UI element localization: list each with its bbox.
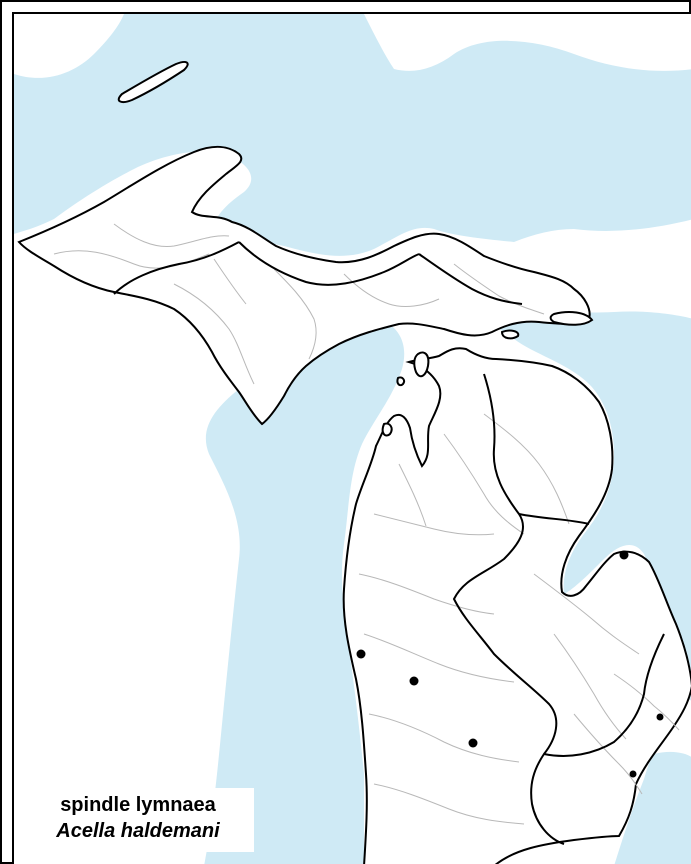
water-bodies bbox=[14, 14, 691, 864]
small-island-2 bbox=[381, 422, 393, 437]
occurrence-point bbox=[356, 649, 366, 659]
bois-blanc-island bbox=[500, 329, 520, 340]
species-legend: spindle lymnaea Acella haldemani bbox=[22, 788, 254, 852]
scientific-name: Acella haldemani bbox=[56, 820, 220, 842]
occurrence-points bbox=[356, 550, 664, 778]
watershed-borders bbox=[113, 241, 665, 845]
lake-michigan bbox=[204, 313, 405, 864]
occurrence-point bbox=[656, 713, 664, 721]
beaver-island bbox=[413, 351, 430, 378]
lake-huron bbox=[484, 311, 691, 701]
occurrence-point bbox=[409, 676, 419, 686]
common-name: spindle lymnaea bbox=[60, 794, 216, 816]
upper-peninsula bbox=[17, 146, 591, 426]
michigan-distribution-map bbox=[14, 14, 691, 864]
occurrence-point bbox=[468, 738, 478, 748]
river-network bbox=[53, 223, 680, 825]
occurrence-point bbox=[629, 770, 637, 778]
lake-superior bbox=[14, 14, 691, 256]
isle-royale bbox=[117, 61, 189, 103]
map-viewport bbox=[12, 12, 691, 864]
drummond-island bbox=[549, 311, 594, 326]
islands bbox=[381, 311, 594, 437]
lake-erie bbox=[614, 751, 691, 864]
small-island-1 bbox=[396, 376, 406, 387]
occurrence-point bbox=[619, 550, 629, 560]
